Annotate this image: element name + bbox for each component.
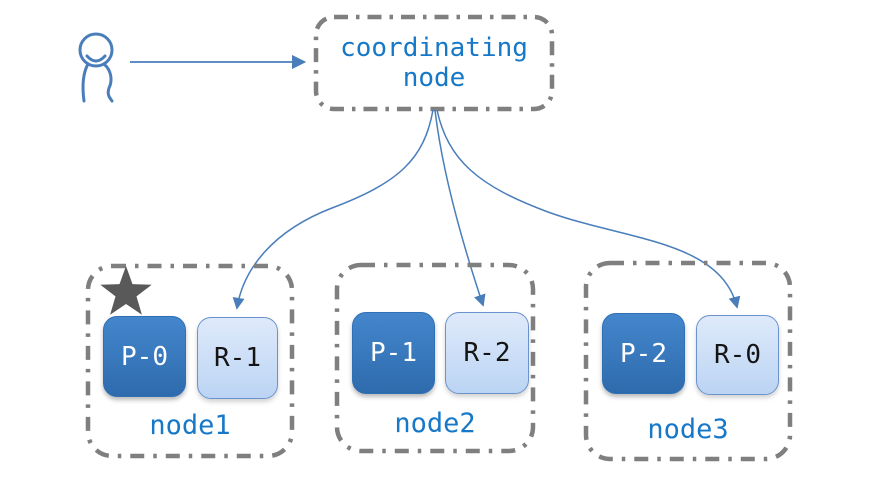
route-arrow-node2: [434, 109, 486, 307]
route-arrow-node1: [232, 109, 434, 310]
coordinating-node-box: [313, 14, 555, 112]
node1-box: [85, 263, 295, 459]
node1-label: node1: [149, 409, 231, 441]
coordinating-node-label: coordinating node: [340, 33, 528, 93]
replica-shard-r1: R-1: [197, 317, 278, 399]
route-arrow-node3: [436, 109, 741, 309]
replica-shard-r0: R-0: [696, 315, 779, 395]
person-icon: [78, 32, 114, 103]
node3-label: node3: [647, 413, 729, 445]
primary-shard-p2: P-2: [602, 313, 685, 394]
node2-label: node2: [394, 407, 476, 439]
node3-box: [583, 260, 793, 462]
primary-shard-p1: P-1: [352, 312, 435, 394]
star-icon: [100, 266, 152, 315]
replica-shard-r2: R-2: [445, 312, 529, 394]
primary-shard-p0: P-0: [103, 316, 186, 397]
node2-box: [334, 262, 536, 454]
